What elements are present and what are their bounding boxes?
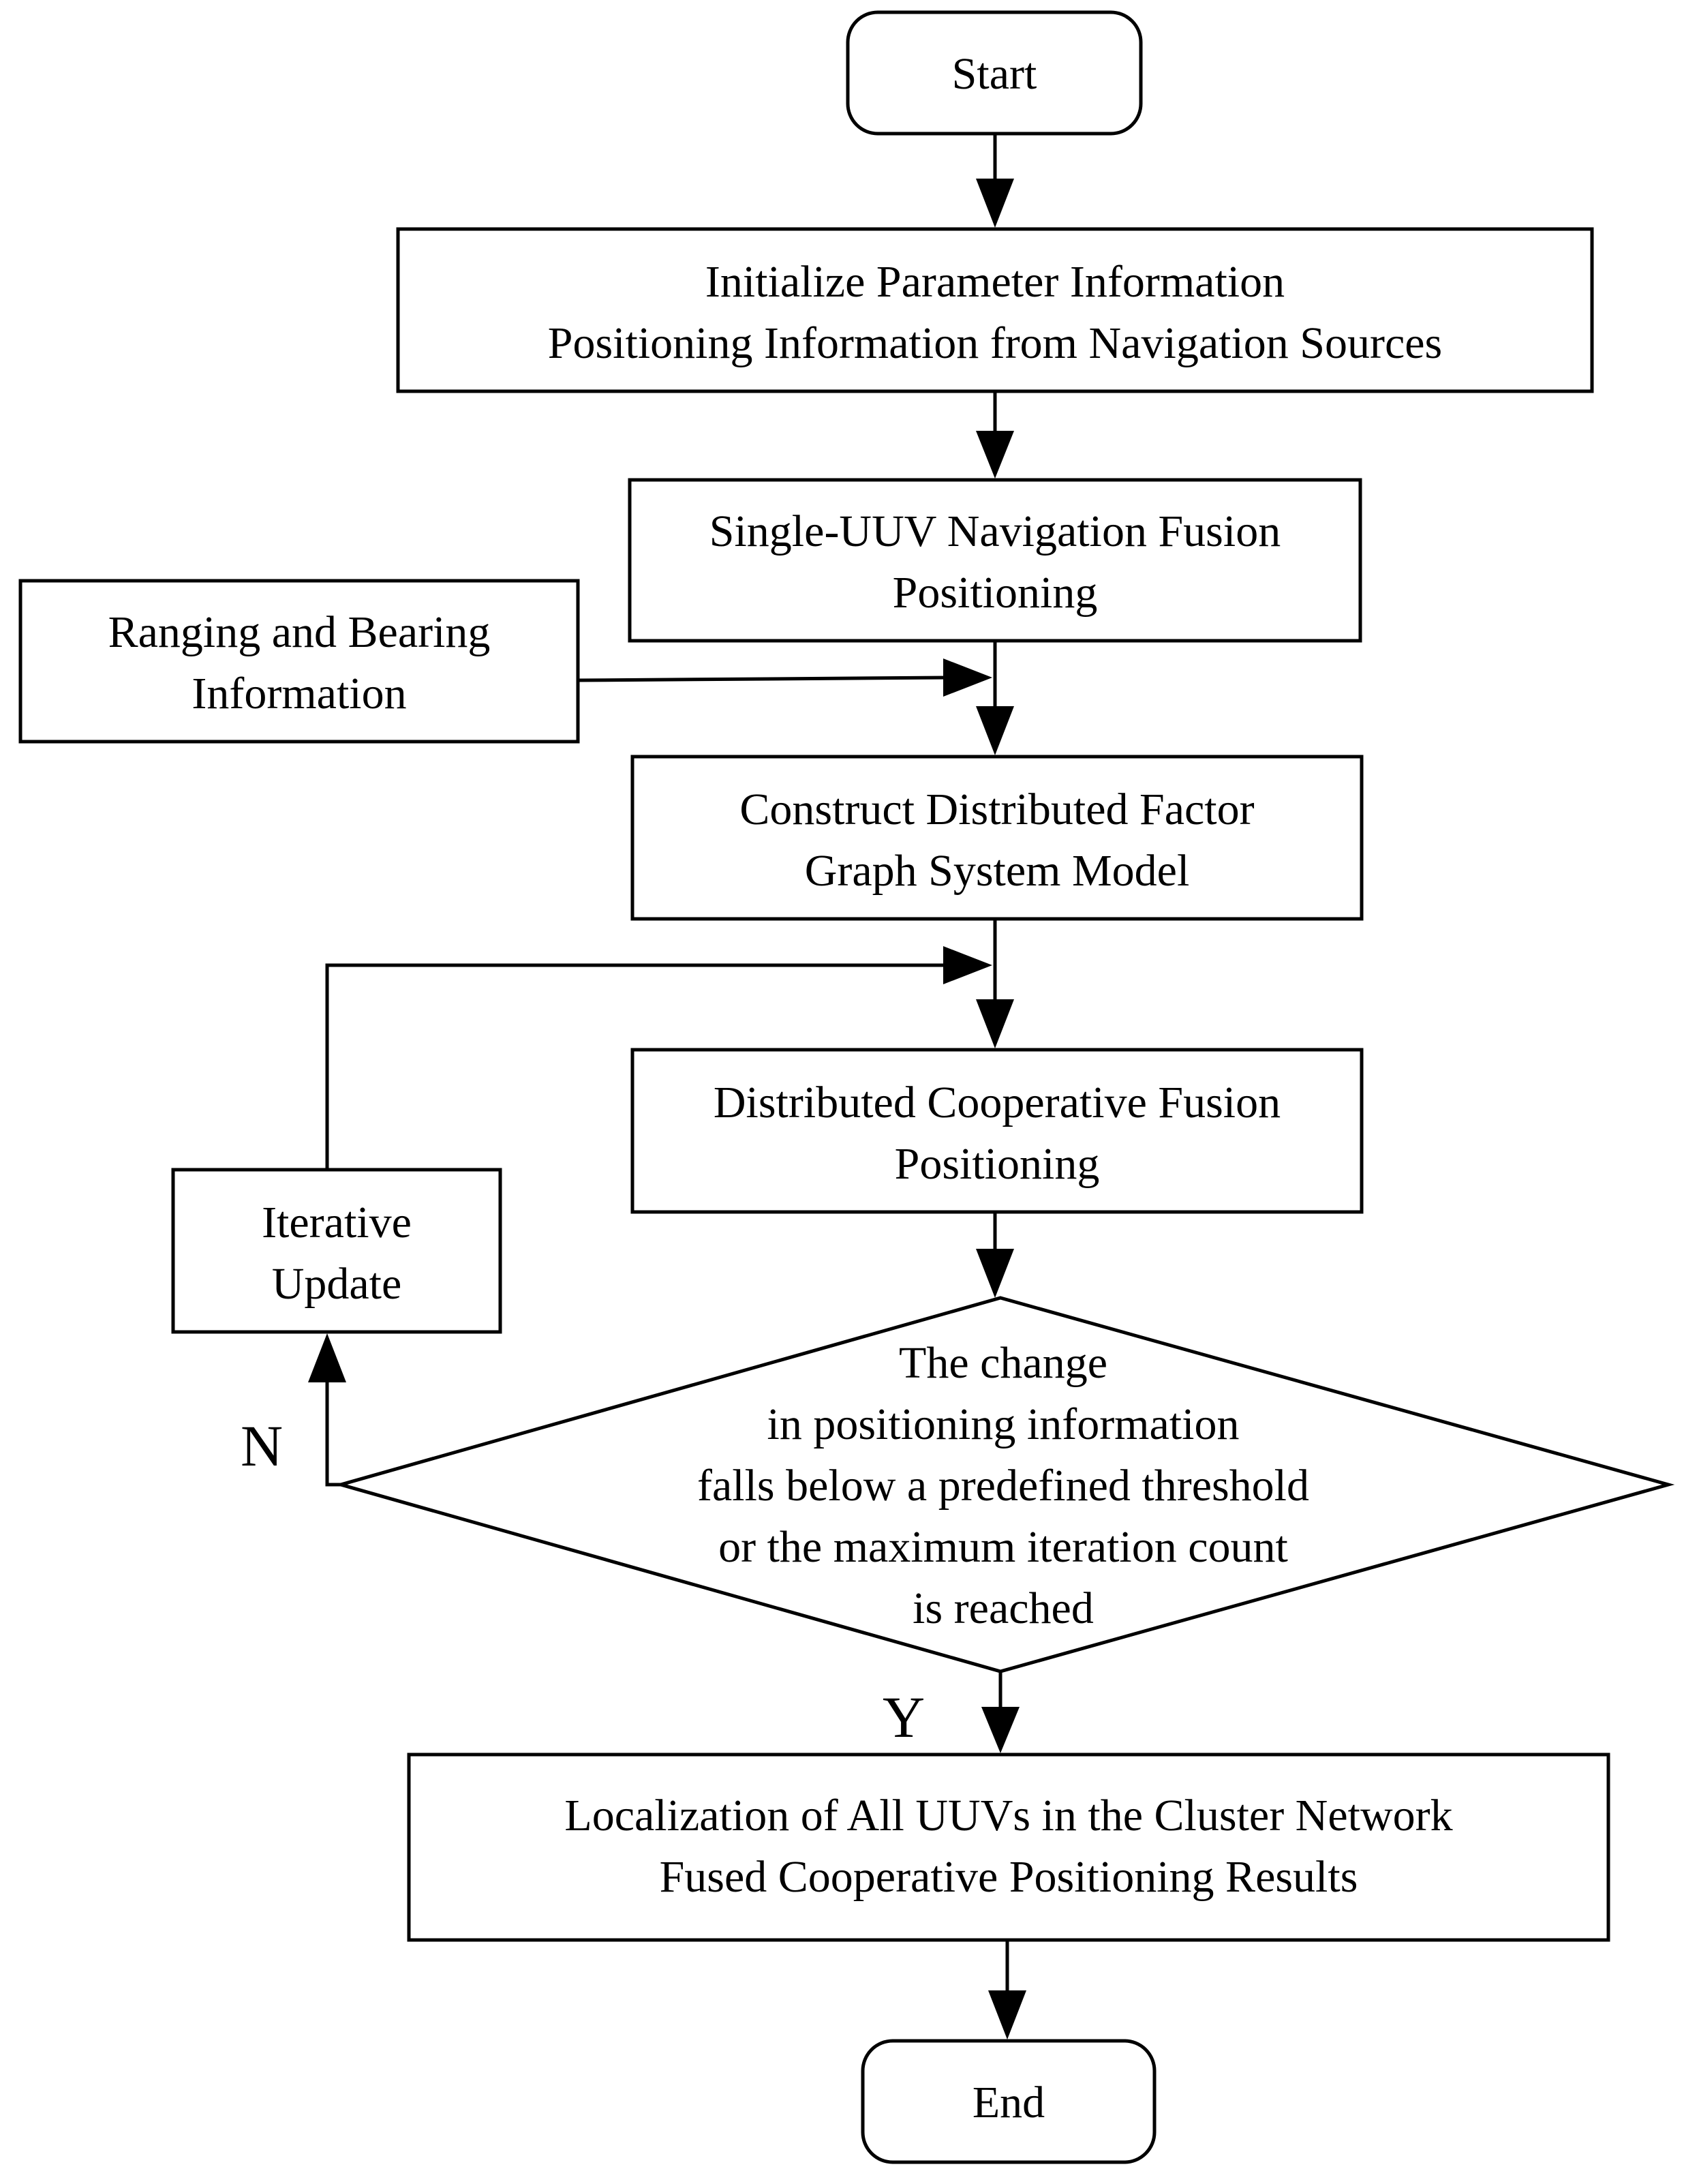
ranging-label-line2: Information [192, 669, 406, 718]
connector-decision-to-iterative [325, 1377, 341, 1487]
iterative-label-line2: Update [272, 1259, 402, 1309]
arrowhead-construct-to-cooperative [976, 999, 1014, 1048]
decision-label-line3: falls below a predefined threshold [697, 1461, 1309, 1511]
result-label-line2: Fused Cooperative Positioning Results [660, 1852, 1358, 1902]
decision-diamond: The change in positioning information fa… [334, 1296, 1675, 1673]
init-box: Initialize Parameter Information Positio… [396, 227, 1594, 393]
arrowhead-init-to-single-uuv [976, 431, 1014, 479]
iterative-box: Iterative Update [171, 1168, 502, 1334]
connectors [308, 134, 1026, 2039]
arrowhead-decision-to-iterative [308, 1333, 346, 1382]
connector-ranging-to-main [577, 676, 949, 682]
single-uuv-label-line1: Single-UUV Navigation Fusion [709, 506, 1281, 556]
end-node: End [861, 2039, 1157, 2164]
arrowhead-iterative-loop-back [943, 946, 992, 984]
single-uuv-box: Single-UUV Navigation Fusion Positioning [628, 478, 1362, 643]
cooperative-label-line1: Distributed Cooperative Fusion [714, 1078, 1281, 1127]
arrowhead-decision-to-result [981, 1707, 1020, 1753]
construct-label-line1: Construct Distributed Factor [739, 785, 1254, 834]
decision-label-line5: is reached [913, 1583, 1094, 1633]
end-label: End [973, 2078, 1045, 2127]
ranging-label-line1: Ranging and Bearing [108, 607, 491, 657]
decision-label-line1: The change [899, 1338, 1107, 1388]
iterative-label-line1: Iterative [262, 1198, 412, 1247]
result-label-line1: Localization of All UUVs in the Cluster … [564, 1791, 1452, 1840]
result-box: Localization of All UUVs in the Cluster … [407, 1753, 1610, 1942]
single-uuv-label-line2: Positioning [893, 568, 1098, 618]
decision-label-line2: in positioning information [767, 1399, 1240, 1449]
arrowhead-ranging-to-main [943, 658, 992, 697]
ranging-box: Ranging and Bearing Information [18, 579, 580, 744]
arrowhead-single-uuv-to-construct [976, 706, 1014, 755]
arrowhead-result-to-end [988, 1990, 1026, 2039]
decision-label-line4: or the maximum iteration count [718, 1522, 1288, 1572]
start-label: Start [952, 49, 1037, 99]
arrowhead-start-to-init [976, 179, 1014, 228]
connector-iterative-loop-back [325, 963, 949, 1170]
construct-label-line2: Graph System Model [805, 846, 1190, 896]
branch-yes-label: Y [883, 1684, 925, 1750]
arrowhead-cooperative-to-decision [976, 1249, 1014, 1298]
cooperative-label-line2: Positioning [895, 1139, 1100, 1189]
cooperative-box: Distributed Cooperative Fusion Positioni… [630, 1048, 1364, 1214]
branch-no-label: N [241, 1413, 283, 1478]
construct-box: Construct Distributed Factor Graph Syste… [630, 755, 1364, 921]
init-label-line1: Initialize Parameter Information [705, 257, 1285, 307]
init-label-line2: Positioning Information from Navigation … [548, 318, 1443, 368]
start-node: Start [846, 10, 1143, 136]
